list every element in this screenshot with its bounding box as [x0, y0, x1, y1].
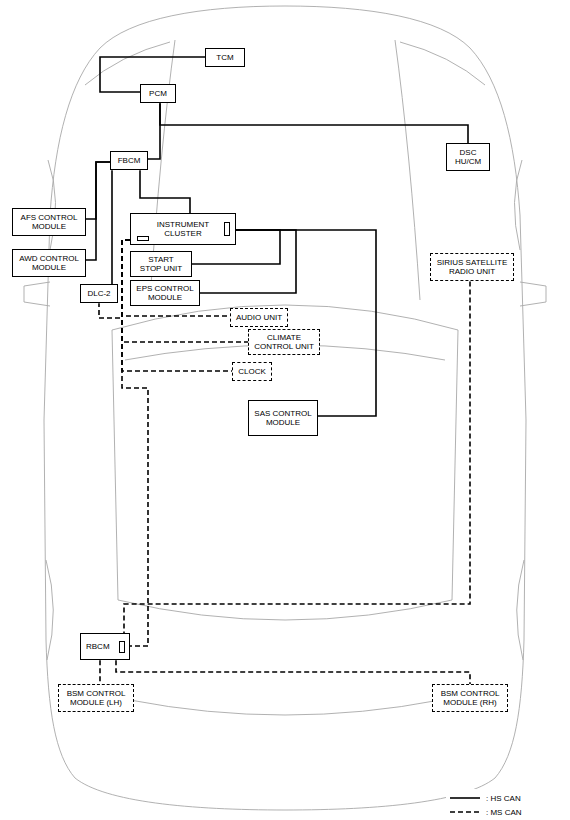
side-glass [112, 330, 118, 600]
headlight [85, 42, 170, 85]
module-label: SAS CONTROL MODULE [252, 409, 314, 427]
trunk-line [130, 700, 440, 715]
windshield [112, 305, 458, 330]
module-box: CLOCK [232, 362, 272, 381]
legend-row: : MS CAN [450, 805, 522, 819]
connector-symbol [119, 641, 125, 653]
module-label: CLIMATE CONTROL UNIT [252, 333, 316, 351]
module-label: START STOP UNIT [138, 255, 184, 273]
legend-line [450, 797, 480, 799]
connector-symbol [137, 236, 149, 241]
side-glass [452, 330, 458, 600]
module-label: AFS CONTROL MODULE [16, 213, 82, 231]
module-box: SAS CONTROL MODULE [248, 400, 318, 436]
module-label: INSTRUMENT CLUSTER [147, 220, 219, 238]
module-box: EPS CONTROL MODULE [130, 280, 200, 306]
module-label: EPS CONTROL MODULE [134, 284, 196, 302]
can-line [116, 660, 470, 684]
module-label: TCM [209, 53, 241, 62]
module-label: AWD CONTROL MODULE [16, 254, 82, 272]
can-line [124, 281, 470, 633]
wheel-arch [48, 160, 56, 250]
module-box: DSC HU/CM [446, 143, 490, 171]
module-label: AUDIO UNIT [234, 313, 284, 322]
module-box: TCM [205, 48, 245, 67]
module-box: RBCM [80, 633, 130, 660]
can-line [86, 162, 110, 219]
can-line [160, 103, 468, 143]
module-box: AUDIO UNIT [230, 308, 288, 327]
module-label: BSM CONTROL MODULE (LH) [62, 689, 130, 707]
module-label: SIRIUS SATELLITE RADIO UNIT [434, 258, 510, 276]
module-box: START STOP UNIT [130, 251, 192, 277]
can-line [122, 240, 232, 371]
legend-line [450, 811, 480, 813]
can-line [86, 162, 110, 260]
can-line [148, 103, 160, 159]
wheel-arch [517, 560, 524, 660]
module-label: DSC HU/CM [450, 148, 486, 166]
module-box: BSM CONTROL MODULE (LH) [58, 684, 134, 712]
module-label: PCM [144, 89, 172, 98]
module-box: SIRIUS SATELLITE RADIO UNIT [430, 253, 514, 281]
wheel-arch [514, 160, 522, 250]
can-line [140, 170, 190, 213]
legend-sample [450, 794, 480, 802]
can-line [99, 660, 101, 684]
can-line [111, 170, 113, 284]
module-label: BSM CONTROL MODULE (RH) [436, 689, 504, 707]
module-box: AWD CONTROL MODULE [12, 249, 86, 277]
legend-sample [450, 808, 480, 816]
module-label: DLC-2 [84, 289, 114, 298]
legend-label: : MS CAN [486, 808, 522, 817]
legend: : HS CAN : MS CAN [446, 789, 526, 820]
mirror [24, 282, 50, 306]
body-outline [44, 6, 526, 810]
legend-label: : HS CAN [486, 794, 521, 803]
module-box: FBCM [110, 151, 148, 170]
module-box: BSM CONTROL MODULE (RH) [432, 684, 508, 712]
module-label: CLOCK [236, 367, 268, 376]
module-box: CLIMATE CONTROL UNIT [248, 329, 320, 355]
module-box: PCM [140, 84, 176, 103]
mirror [520, 282, 546, 306]
connector-symbol [224, 222, 230, 236]
module-box: AFS CONTROL MODULE [12, 208, 86, 236]
hood-line [395, 40, 420, 300]
module-box: DLC-2 [80, 284, 118, 303]
wheel-arch [46, 560, 53, 660]
module-box: INSTRUMENT CLUSTER [130, 213, 236, 245]
legend-row: : HS CAN [450, 791, 522, 805]
headlight [400, 42, 485, 85]
can-line [99, 240, 130, 318]
rear-window [118, 600, 452, 620]
can-line [122, 240, 230, 316]
module-label: RBCM [86, 642, 115, 651]
module-label: FBCM [114, 156, 144, 165]
